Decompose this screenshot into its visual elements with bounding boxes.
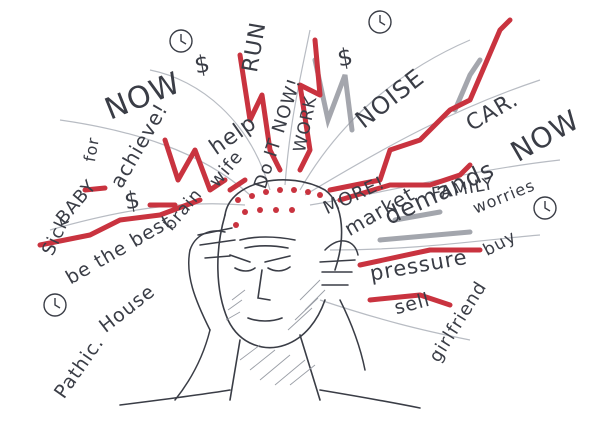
red-dots bbox=[233, 187, 323, 228]
clock-icon bbox=[533, 196, 557, 220]
clock-icon bbox=[169, 29, 193, 53]
head-sketch bbox=[119, 179, 421, 409]
clock-icon bbox=[368, 10, 392, 34]
clock-icon bbox=[43, 293, 67, 317]
red-marker-strokes bbox=[37, 17, 513, 308]
head-shading bbox=[225, 279, 326, 386]
right-hand bbox=[319, 240, 366, 371]
left-hand bbox=[174, 227, 236, 401]
